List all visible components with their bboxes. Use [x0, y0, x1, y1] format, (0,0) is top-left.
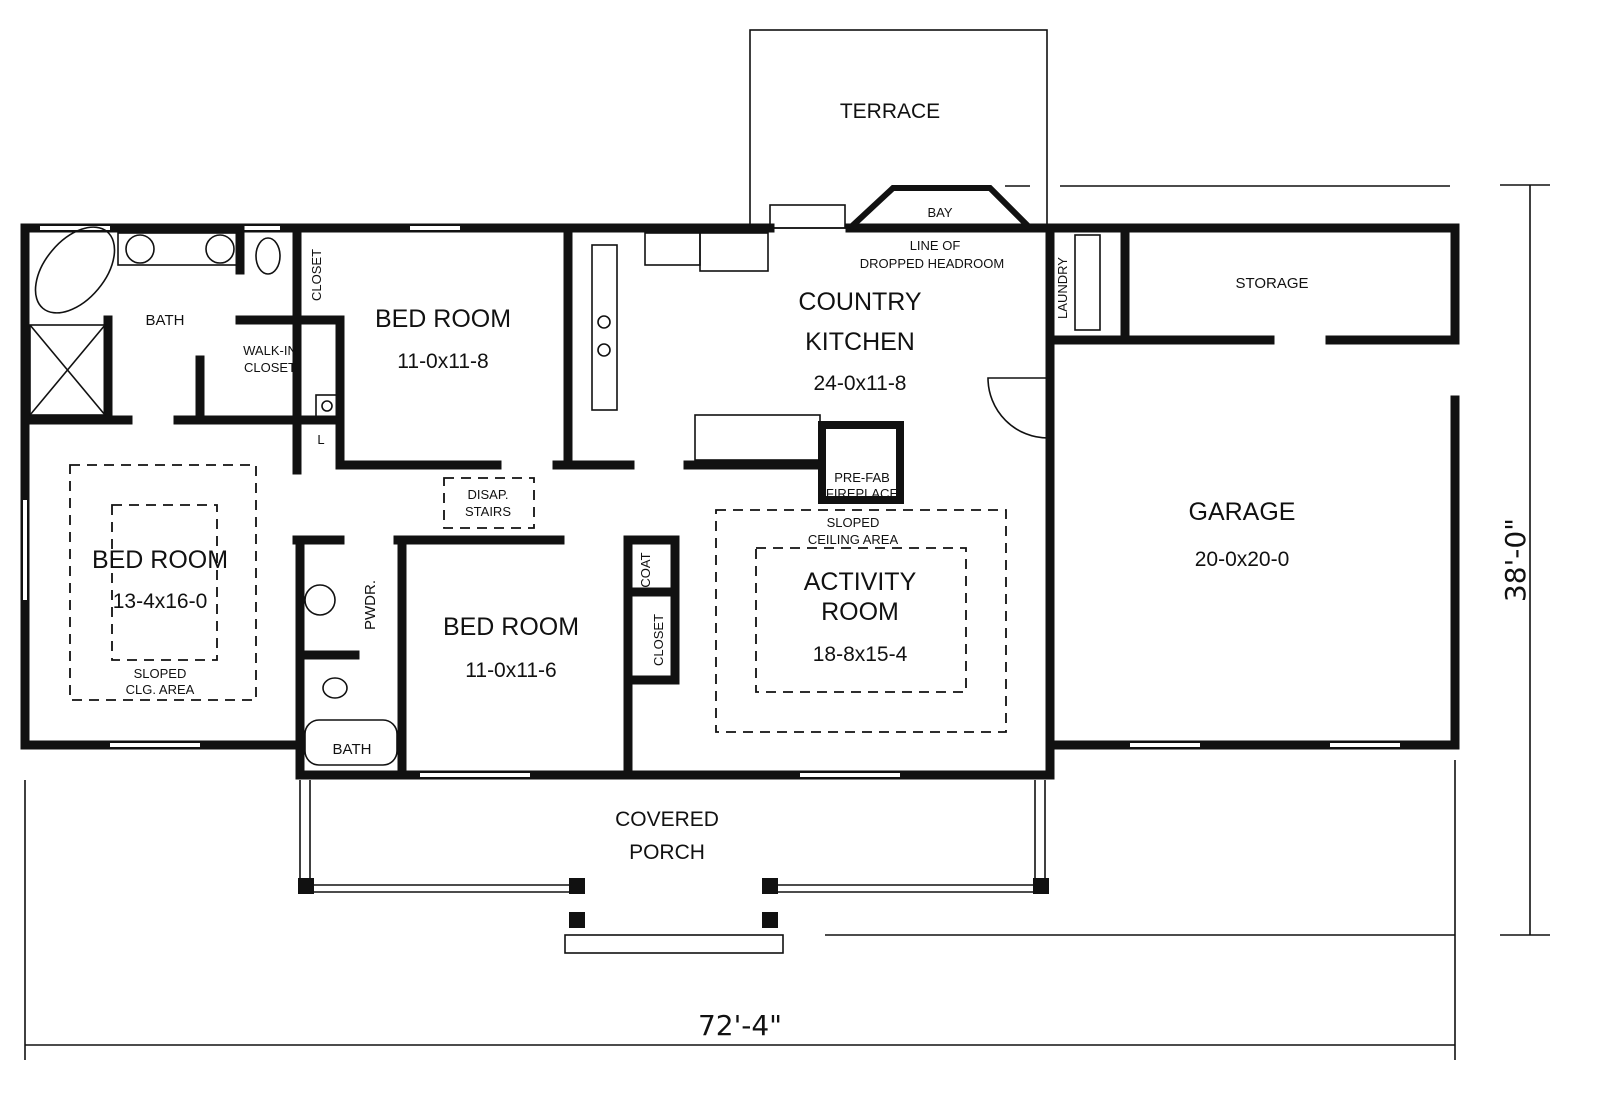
storage-label: STORAGE: [1235, 275, 1308, 292]
terrace-label: TERRACE: [840, 100, 940, 123]
bath-2-label: BATH: [333, 741, 372, 758]
sloped-ceiling-label-1: SLOPED: [827, 515, 880, 530]
pwdr-label: PWDR.: [362, 580, 379, 630]
bedroom-1-name: BED ROOM: [375, 305, 511, 333]
closet-mid-label: CLOSET: [651, 614, 666, 666]
bedroom-1-size: 11-0x11-8: [397, 350, 488, 373]
sloped-ceiling-label-2: CEILING AREA: [808, 532, 899, 547]
fireplace-label-1: PRE-FAB: [834, 470, 890, 485]
garage-size: 20-0x20-0: [1195, 548, 1290, 571]
walk-in-closet-label-2: CLOSET: [244, 360, 296, 375]
bedroom-2-size: 11-0x11-6: [465, 659, 556, 682]
laundry-label: LAUNDRY: [1055, 257, 1070, 319]
sloped-ceiling-outlines: [69, 229, 1040, 733]
master-bath-label: BATH: [146, 312, 185, 329]
disap-stairs-label-1: DISAP.: [468, 487, 509, 502]
master-bedroom-size: 13-4x16-0: [113, 590, 208, 613]
kitchen-size: 24-0x11-8: [813, 372, 906, 395]
activity-room-name-1: ACTIVITY: [804, 568, 917, 596]
master-bedroom-name: BED ROOM: [92, 546, 228, 574]
bay-label: BAY: [927, 205, 952, 220]
disap-stairs-label-2: STAIRS: [465, 504, 511, 519]
garage-name: GARAGE: [1189, 498, 1296, 526]
covered-porch: [298, 780, 1455, 954]
porch-label-1: COVERED: [615, 808, 719, 831]
width-dimension: 72'-4": [698, 1009, 782, 1042]
closet-top-label: CLOSET: [309, 249, 324, 301]
linen-label: L: [317, 432, 324, 447]
walk-in-closet-label-1: WALK-IN: [243, 343, 297, 358]
dimension-lines: [24, 184, 1550, 1060]
headroom-label-1: LINE OF: [910, 238, 961, 253]
porch-label-2: PORCH: [629, 841, 705, 864]
interior-walls: [25, 223, 1460, 780]
activity-room-size: 18-8x15-4: [813, 643, 908, 666]
headroom-label-2: DROPPED HEADROOM: [860, 256, 1004, 271]
kitchen-name-1: COUNTRY: [798, 288, 921, 316]
depth-dimension: 38'-0": [1499, 518, 1532, 602]
activity-room-name-2: ROOM: [821, 598, 899, 626]
sloped-clg-label-2: CLG. AREA: [126, 682, 195, 697]
coat-label: COAT: [638, 552, 653, 587]
fixtures: [29, 204, 1101, 766]
kitchen-name-2: KITCHEN: [805, 328, 915, 356]
fireplace-label-2: FIREPLACE: [826, 486, 899, 501]
bedroom-2-name: BED ROOM: [443, 613, 579, 641]
sloped-clg-label-1: SLOPED: [134, 666, 187, 681]
